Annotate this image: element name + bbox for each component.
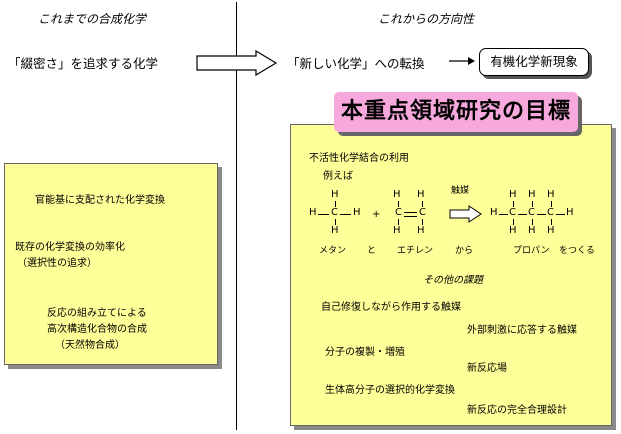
reaction-arrow xyxy=(449,205,482,223)
left-header: これまでの合成化学 xyxy=(38,12,147,26)
new-phenomena-box: 有機化学新現象 xyxy=(479,48,589,76)
ethylene-bond-tr xyxy=(422,201,423,207)
propane-bond-b1 xyxy=(513,219,514,225)
ethylene-h-bl: H xyxy=(393,225,401,236)
propane-h-t2: H xyxy=(528,189,536,200)
methane-h-top: H xyxy=(331,189,339,200)
inert-bond-heading: 不活性化学結合の利用 xyxy=(309,153,409,164)
propane-h-t1: H xyxy=(509,189,517,200)
left-item-3: （選択性の追求） xyxy=(17,258,97,269)
ethylene-h-tr: H xyxy=(417,189,425,200)
propane-h-b3: H xyxy=(547,225,555,236)
research-goals-box: 不活性化学結合の利用 例えば 触媒 H H C H H + H H C C H … xyxy=(290,124,612,426)
left-item-4: 反応の組み立てによる xyxy=(47,308,147,319)
propane-bond-c1c2 xyxy=(518,214,527,215)
methane-bond-bottom xyxy=(335,219,336,225)
topic-molecular-replication: 分子の複製・増殖 xyxy=(325,347,405,358)
label-propane: プロパン xyxy=(513,246,550,256)
methane-bond-left xyxy=(318,214,329,215)
transition-arrow xyxy=(196,50,278,76)
propane-c3: C xyxy=(547,207,554,218)
propane-h-right: H xyxy=(566,207,574,218)
propane-h-b1: H xyxy=(509,225,517,236)
left-item-1: 官能基に支配された化学変換 xyxy=(35,195,165,206)
methane-bond-top xyxy=(335,201,336,207)
propane-bond-t1 xyxy=(513,201,514,207)
topic-new-reaction-field: 新反応場 xyxy=(467,363,507,374)
ethylene-bond-tl xyxy=(398,201,399,207)
other-topics-label: その他の課題 xyxy=(423,275,483,286)
left-item-6: （天然物合成） xyxy=(55,340,125,351)
ethylene-double-bond-1 xyxy=(404,212,417,213)
new-chemistry-label: 「新しい化学」への転換 xyxy=(287,56,425,71)
ethylene-bond-br xyxy=(422,219,423,225)
label-and: と xyxy=(367,246,377,256)
propane-bond-c2c3 xyxy=(537,214,546,215)
topic-biopolymer-conversion: 生体高分子の選択的化学変換 xyxy=(325,385,455,396)
left-item-5: 高次構造化合物の合成 xyxy=(47,324,147,335)
propane-bond-b3 xyxy=(551,219,552,225)
ethylene-c1: C xyxy=(395,207,402,218)
label-from: から xyxy=(455,246,474,256)
label-make: をつくる xyxy=(559,246,595,256)
center-divider xyxy=(236,2,237,430)
precision-chemistry-label: 「綴密さ」を追求する化学 xyxy=(8,56,159,71)
methane-h-bottom: H xyxy=(331,225,339,236)
methane-c: C xyxy=(331,207,338,218)
conventional-synthesis-box: 官能基に支配された化学変換 既存の化学変換の効率化 （選択性の追求） 反応の組み… xyxy=(4,163,218,365)
label-methane: メタン xyxy=(319,246,347,256)
propane-h-t3: H xyxy=(547,189,555,200)
example-label: 例えば xyxy=(323,171,353,182)
methane-h-right: H xyxy=(353,207,361,218)
methane-h-left: H xyxy=(309,207,317,218)
methane-bond-right xyxy=(340,214,351,215)
ethylene-double-bond-2 xyxy=(404,216,417,217)
topic-self-repair-catalyst: 自己修復しながら作用する触媒 xyxy=(321,302,461,313)
propane-bond-b2 xyxy=(532,219,533,225)
propane-bond-h-right xyxy=(556,214,565,215)
topic-rational-design: 新反応の完全合理設計 xyxy=(467,405,567,416)
right-header: これからの方向性 xyxy=(378,12,475,26)
ethylene-h-tl: H xyxy=(393,189,401,200)
propane-c2: C xyxy=(528,207,535,218)
propane-bond-t3 xyxy=(551,201,552,207)
small-arrow xyxy=(449,57,475,65)
catalyst-label: 触媒 xyxy=(451,186,470,196)
propane-bond-t2 xyxy=(532,201,533,207)
ethylene-h-br: H xyxy=(417,225,425,236)
left-item-2: 既存の化学変換の効率化 xyxy=(15,242,125,253)
topic-stimuli-responsive-catalyst: 外部刺激に応答する触媒 xyxy=(467,325,577,336)
ethylene-bond-bl xyxy=(398,219,399,225)
plus-sign: + xyxy=(372,209,381,220)
label-ethylene: エチレン xyxy=(397,246,434,256)
propane-bond-h-left xyxy=(499,214,508,215)
propane-h-left: H xyxy=(490,207,498,218)
propane-h-b2: H xyxy=(528,225,536,236)
propane-c1: C xyxy=(509,207,516,218)
goals-title-box: 本重点領域研究の目標 xyxy=(334,92,578,132)
ethylene-c2: C xyxy=(419,207,426,218)
